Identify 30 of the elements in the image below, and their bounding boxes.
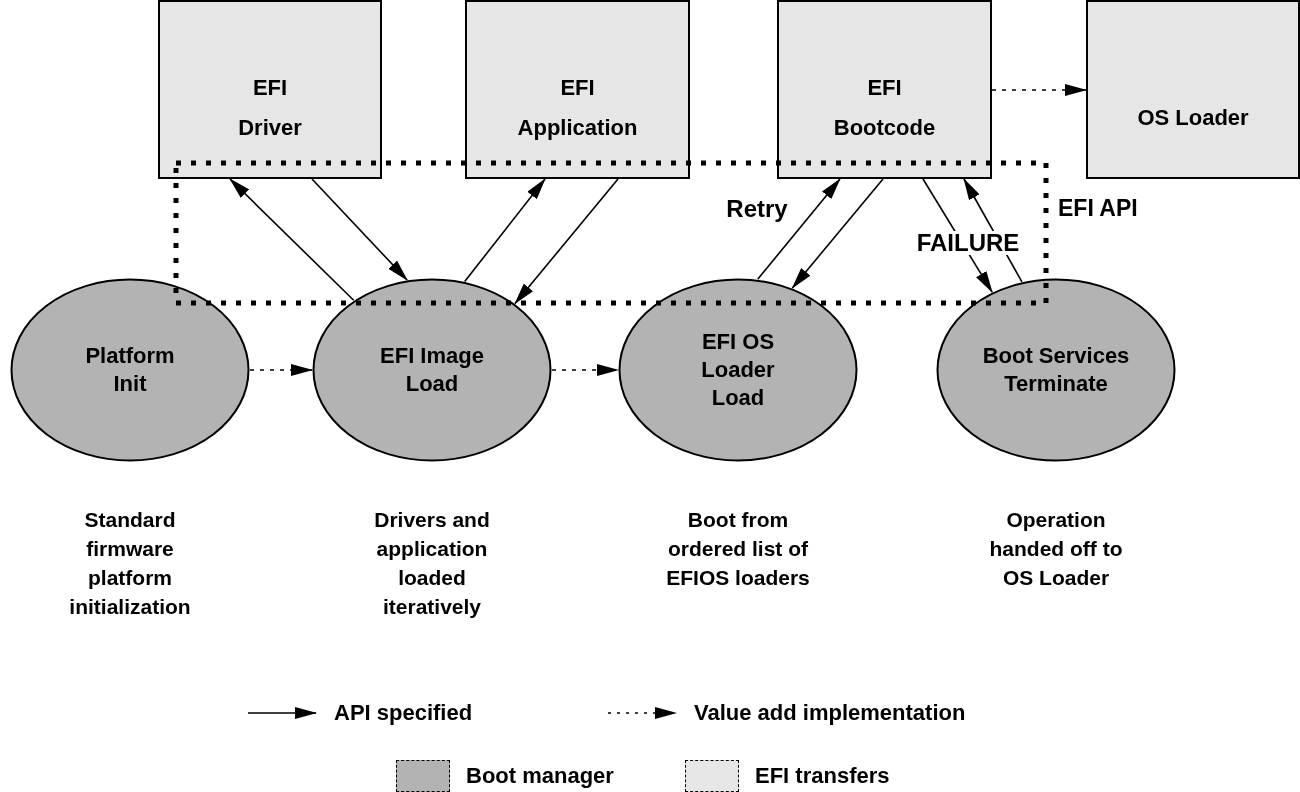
transfer-box [465, 0, 690, 179]
arrow [514, 178, 619, 305]
node-label: EFI Application [517, 74, 638, 142]
legend-text: Boot manager [466, 765, 614, 787]
arrow [463, 178, 546, 283]
stage-description: Standard firmware platform initialization [68, 507, 192, 620]
node-label: EFI Driver [238, 74, 302, 142]
node-label: Boot Services Terminate [981, 342, 1131, 398]
dotted-arrow [551, 364, 619, 376]
arrow [229, 178, 355, 302]
transfer-box [158, 0, 382, 179]
arrow [791, 178, 884, 289]
legend-text: EFI transfers [755, 765, 890, 787]
node-label: EFI Bootcode [833, 74, 936, 142]
transfer-box [777, 0, 992, 179]
node-label: EFI OS Loader Load [700, 328, 776, 412]
boundary-label: EFI API [1058, 197, 1138, 220]
arrow [756, 178, 841, 281]
node-label: OS Loader [1136, 104, 1250, 132]
legend-text: Value add implementation [694, 702, 966, 724]
node-label: Platform Init [85, 342, 175, 398]
dotted-arrow [249, 364, 313, 376]
dotted-arrow [991, 84, 1087, 96]
legend-text: API specified [334, 702, 473, 724]
stage-description: Operation handed off to OS Loader [988, 507, 1124, 591]
transfer-box [1086, 0, 1300, 179]
stage-description: Drivers and application loaded iteratively [373, 507, 491, 620]
stage-description: Boot from ordered list of EFIOS loaders [665, 507, 811, 591]
node-label: EFI Image Load [379, 342, 485, 398]
arrow [311, 178, 408, 281]
